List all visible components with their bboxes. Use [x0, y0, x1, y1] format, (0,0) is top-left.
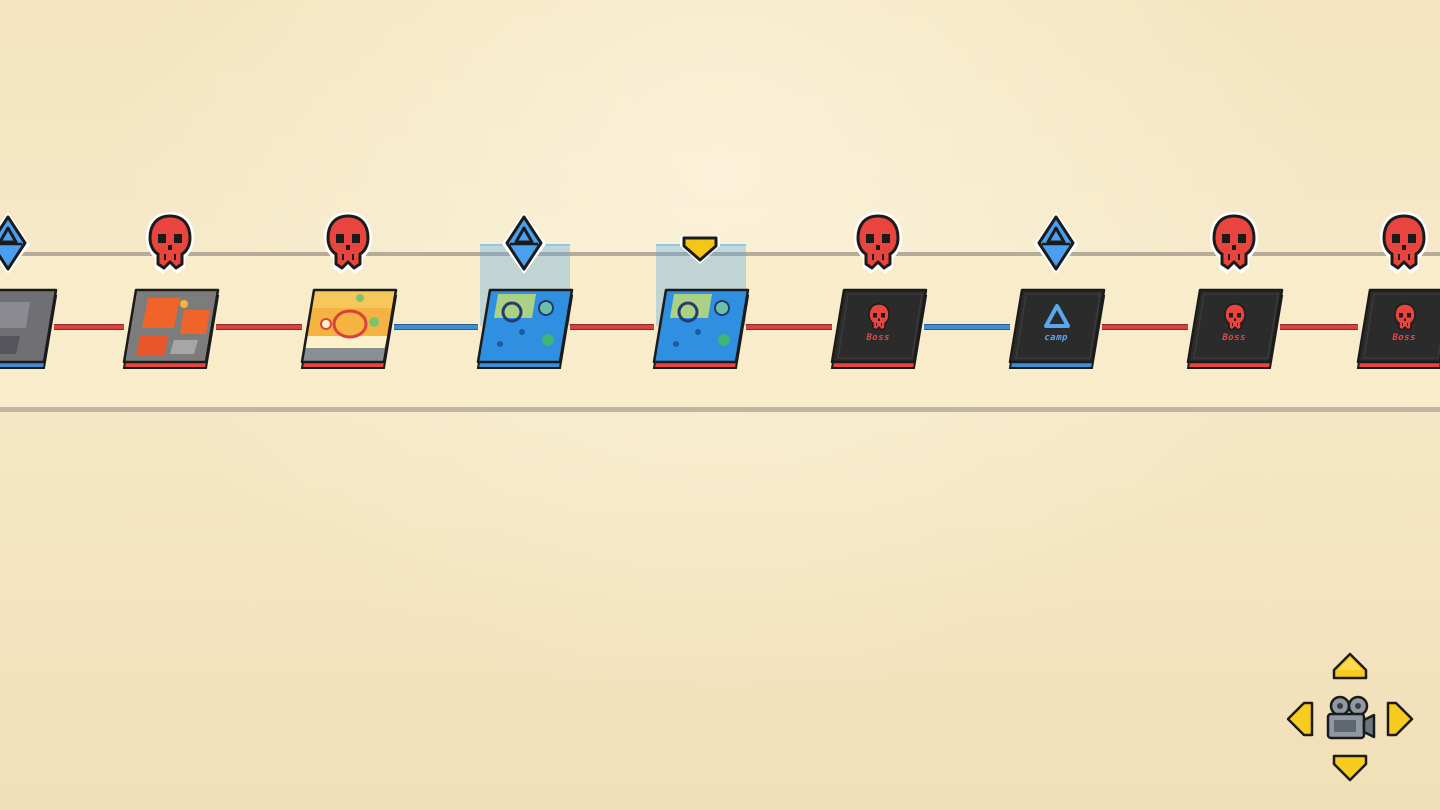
map-node-camp[interactable]: camp [1008, 288, 1106, 369]
node-label: Boss [1221, 333, 1247, 343]
path-connector-red [54, 324, 124, 330]
path-connector-red [570, 324, 654, 330]
skull-pin-icon [144, 210, 196, 276]
path-connector-red [1280, 324, 1358, 330]
map-node-battle[interactable] [122, 288, 220, 369]
boss-skull-icon [1390, 302, 1420, 332]
camp-pin-icon [1030, 210, 1082, 276]
boss-skull-icon [864, 302, 894, 332]
path-connector-red [746, 324, 832, 330]
current-position-arrow-icon [674, 206, 726, 272]
node-label: Boss [1391, 333, 1417, 343]
camp-emblem-icon [1042, 302, 1072, 332]
path-connector-red [1102, 324, 1188, 330]
path-connector-blue [394, 324, 478, 330]
node-label: camp [1043, 333, 1069, 343]
map-node-battle[interactable] [300, 288, 398, 369]
map-node-boss[interactable]: Boss [830, 288, 928, 369]
camp-pin-icon [498, 210, 550, 276]
path-connector-blue [924, 324, 1010, 330]
skull-pin-icon [1208, 210, 1260, 276]
map-node-boss[interactable]: Boss [1356, 288, 1440, 369]
map-node-camp[interactable] [0, 288, 58, 369]
map-node-current[interactable] [652, 288, 750, 369]
skull-pin-icon [322, 210, 374, 276]
camp-pin-icon [0, 210, 34, 276]
camera-down-arrow-icon[interactable] [1332, 754, 1368, 782]
camera-right-arrow-icon[interactable] [1386, 700, 1414, 738]
map-node-camp[interactable] [476, 288, 574, 369]
camera-control [1284, 650, 1416, 786]
camera-icon[interactable] [1324, 694, 1376, 744]
camera-left-arrow-icon[interactable] [1286, 700, 1314, 738]
camera-up-arrow-icon[interactable] [1332, 652, 1368, 680]
path-connector-red [216, 324, 302, 330]
map-node-boss[interactable]: Boss [1186, 288, 1284, 369]
boss-skull-icon [1220, 302, 1250, 332]
node-label: Boss [865, 333, 891, 343]
skull-pin-icon [1378, 210, 1430, 276]
skull-pin-icon [852, 210, 904, 276]
